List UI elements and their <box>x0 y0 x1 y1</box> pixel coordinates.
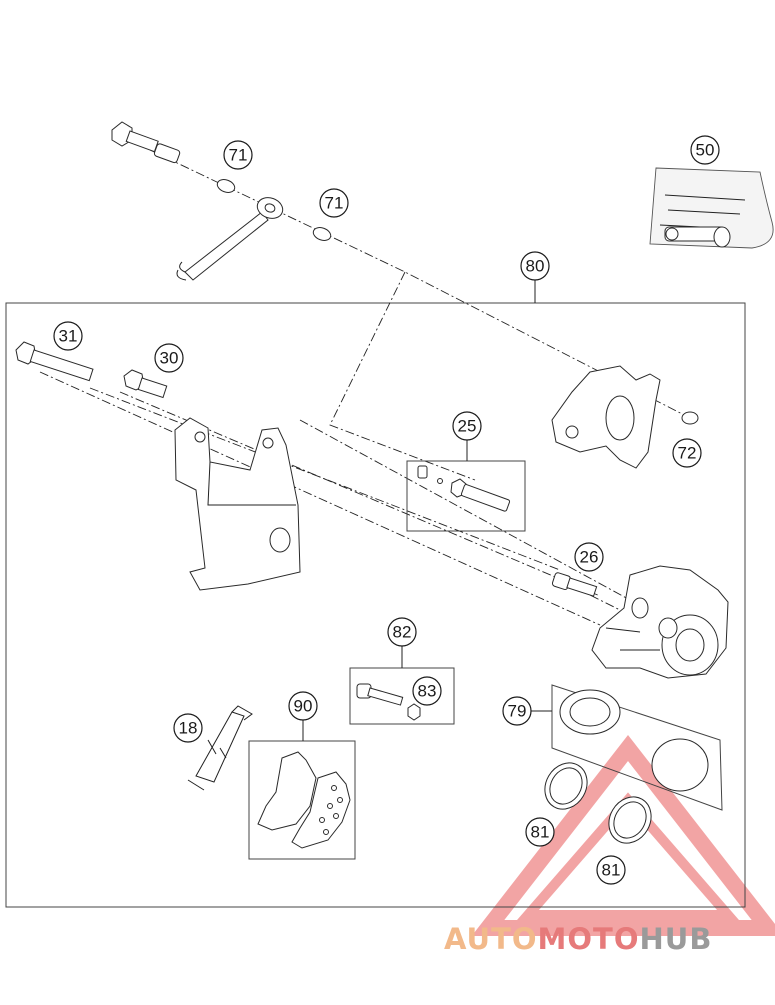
part-guide-pin-25 <box>417 465 511 512</box>
callout-leaders <box>302 280 552 741</box>
callout-81-left: 81 <box>525 817 555 847</box>
callout-30: 30 <box>154 343 184 373</box>
part-o-ring-72 <box>681 411 699 425</box>
svg-text:83: 83 <box>418 682 437 701</box>
svg-text:18: 18 <box>179 719 198 738</box>
part-bolt-26 <box>551 572 598 597</box>
callout-80: 80 <box>520 251 550 281</box>
svg-text:25: 25 <box>458 417 477 436</box>
part-bolt-30 <box>123 369 168 399</box>
callout-82: 82 <box>387 617 417 647</box>
callout-72: 72 <box>672 438 702 468</box>
callout-90: 90 <box>288 691 318 721</box>
callout-26: 26 <box>574 542 604 572</box>
watermark-text-part3: HUB <box>639 922 713 956</box>
svg-text:30: 30 <box>160 349 179 368</box>
svg-text:31: 31 <box>59 327 78 346</box>
part-brake-caliper <box>591 565 729 679</box>
callout-18: 18 <box>173 713 203 743</box>
callout-71-lower: 71 <box>319 188 349 218</box>
svg-text:81: 81 <box>602 861 621 880</box>
svg-text:81: 81 <box>531 823 550 842</box>
part-bleeder-kit-50 <box>649 167 774 249</box>
part-washer-71a <box>216 179 236 193</box>
callout-25: 25 <box>452 411 482 441</box>
svg-text:79: 79 <box>508 702 527 721</box>
part-banjo-bolt <box>111 121 181 164</box>
part-pistons-79 <box>559 689 709 792</box>
part-caliper-support <box>551 365 661 469</box>
part-screw-82 <box>356 683 421 721</box>
part-bolt-31 <box>15 341 94 382</box>
part-caliper-holder <box>174 417 301 591</box>
callout-71-upper: 71 <box>223 140 253 170</box>
svg-text:80: 80 <box>526 257 545 276</box>
watermark-text-part1: AUTO <box>444 922 538 956</box>
svg-text:82: 82 <box>393 623 412 642</box>
kit-panel-79 <box>551 684 723 811</box>
callout-79: 79 <box>502 696 532 726</box>
callout-83: 83 <box>412 676 442 706</box>
callout-31: 31 <box>53 321 83 351</box>
svg-text:71: 71 <box>229 146 248 165</box>
svg-text:71: 71 <box>325 194 344 213</box>
svg-text:72: 72 <box>678 444 697 463</box>
callout-50: 50 <box>690 135 720 165</box>
svg-text:90: 90 <box>294 697 313 716</box>
callout-81-right: 81 <box>596 855 626 885</box>
kit-box-90 <box>248 740 356 860</box>
kit-box-25 <box>406 460 526 532</box>
part-brake-pads-90 <box>257 751 351 849</box>
part-brake-hose <box>176 197 284 281</box>
svg-text:26: 26 <box>580 548 599 567</box>
watermark-logo-triangle <box>471 734 775 936</box>
svg-text:50: 50 <box>696 141 715 160</box>
part-washer-71b <box>312 227 332 241</box>
watermark-text-part2: MOTO <box>537 922 640 956</box>
assembly-frame-80 <box>5 302 746 908</box>
part-seals-81 <box>544 762 652 844</box>
watermark-text: AUTOMOTOHUB <box>444 922 712 956</box>
part-pad-spring-18 <box>187 705 253 791</box>
